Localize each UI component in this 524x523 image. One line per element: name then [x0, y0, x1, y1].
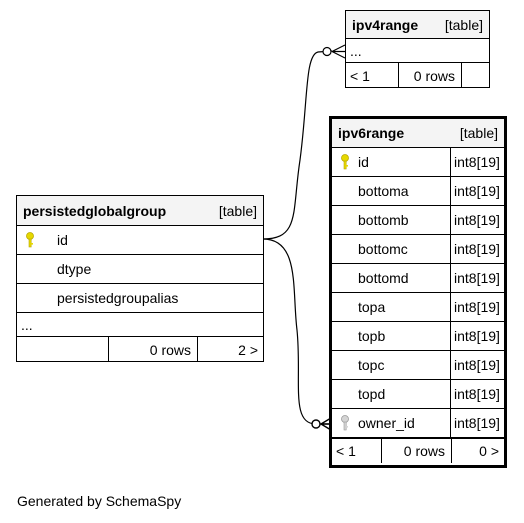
- parents-count: < 1: [350, 67, 370, 84]
- primary-key-icon: [17, 226, 43, 254]
- table-header[interactable]: persistedglobalgroup [table]: [17, 196, 263, 226]
- column-name: id: [57, 232, 68, 248]
- column-name: topb: [358, 328, 386, 344]
- table-header[interactable]: ipv4range [table]: [346, 11, 489, 39]
- column-name: bottomd: [358, 270, 409, 286]
- children-count: 2 >: [238, 341, 258, 358]
- column-row[interactable]: persistedgroupalias: [17, 284, 263, 313]
- generated-by-label: Generated by SchemaSpy: [17, 493, 182, 509]
- table-ipv6range[interactable]: ipv6range [table] id int8[19] bottoma in…: [329, 116, 507, 468]
- table-footer: < 1 0 rows: [346, 63, 489, 88]
- table-footer: 0 rows 2 >: [17, 337, 263, 362]
- column-name: id: [358, 154, 369, 170]
- connector-ipv6range-owner: [262, 238, 330, 425]
- column-name: persistedgroupalias: [57, 290, 179, 306]
- column-row[interactable]: dtype: [17, 255, 263, 284]
- row-count: 0 rows: [108, 337, 198, 362]
- more-columns-indicator: ...: [346, 39, 489, 63]
- column-type: int8[19]: [450, 380, 504, 408]
- table-kind: [table]: [459, 125, 498, 141]
- column-name: topa: [358, 299, 386, 315]
- table-kind: [table]: [218, 202, 257, 219]
- children-count: [462, 63, 489, 88]
- column-row[interactable]: topc int8[19]: [332, 351, 504, 380]
- parents-count: < 1: [336, 443, 356, 459]
- column-row[interactable]: bottomb int8[19]: [332, 206, 504, 235]
- table-kind: [table]: [444, 16, 483, 33]
- column-type: int8[19]: [450, 322, 504, 350]
- table-name: ipv6range: [338, 125, 405, 141]
- column-type: int8[19]: [450, 293, 504, 321]
- column-type: int8[19]: [450, 206, 504, 234]
- column-row[interactable]: owner_id int8[19]: [332, 409, 504, 438]
- column-row[interactable]: id: [17, 226, 263, 255]
- table-name: ipv4range: [352, 16, 419, 33]
- column-type: int8[19]: [450, 264, 504, 292]
- column-name: topd: [358, 386, 386, 402]
- column-type: int8[19]: [450, 351, 504, 379]
- ellipsis: ...: [350, 42, 362, 59]
- foreign-key-icon: [332, 409, 358, 437]
- column-row[interactable]: bottoma int8[19]: [332, 177, 504, 206]
- column-row[interactable]: topd int8[19]: [332, 380, 504, 409]
- children-count: 0 >: [479, 443, 499, 459]
- column-type: int8[19]: [450, 409, 504, 437]
- column-name: bottomb: [358, 212, 409, 228]
- connector-ipv4range: [262, 50, 333, 240]
- column-name: owner_id: [358, 415, 415, 431]
- column-name: bottoma: [358, 183, 409, 199]
- row-count: 0 rows: [381, 439, 452, 463]
- column-row[interactable]: bottomc int8[19]: [332, 235, 504, 264]
- table-footer: < 1 0 rows 0 >: [332, 438, 504, 463]
- row-count: 0 rows: [398, 63, 462, 88]
- column-name: topc: [358, 357, 385, 373]
- column-row[interactable]: topa int8[19]: [332, 293, 504, 322]
- table-persistedglobalgroup[interactable]: persistedglobalgroup [table] id dtype pe…: [16, 195, 264, 362]
- more-columns-indicator: ...: [17, 313, 263, 337]
- ellipsis: ...: [21, 316, 33, 333]
- column-type: int8[19]: [450, 235, 504, 263]
- table-ipv4range[interactable]: ipv4range [table] ... < 1 0 rows: [345, 10, 490, 88]
- column-name: bottomc: [358, 241, 408, 257]
- table-header[interactable]: ipv6range [table]: [332, 119, 504, 148]
- column-row[interactable]: id int8[19]: [332, 148, 504, 177]
- table-name: persistedglobalgroup: [23, 202, 167, 219]
- column-type: int8[19]: [450, 148, 504, 176]
- column-row[interactable]: topb int8[19]: [332, 322, 504, 351]
- crowfoot-ipv4range-icon: [322, 44, 346, 59]
- column-type: int8[19]: [450, 177, 504, 205]
- parents-count: [17, 337, 108, 362]
- primary-key-icon: [332, 148, 358, 176]
- column-name: dtype: [57, 261, 92, 277]
- column-row[interactable]: bottomd int8[19]: [332, 264, 504, 293]
